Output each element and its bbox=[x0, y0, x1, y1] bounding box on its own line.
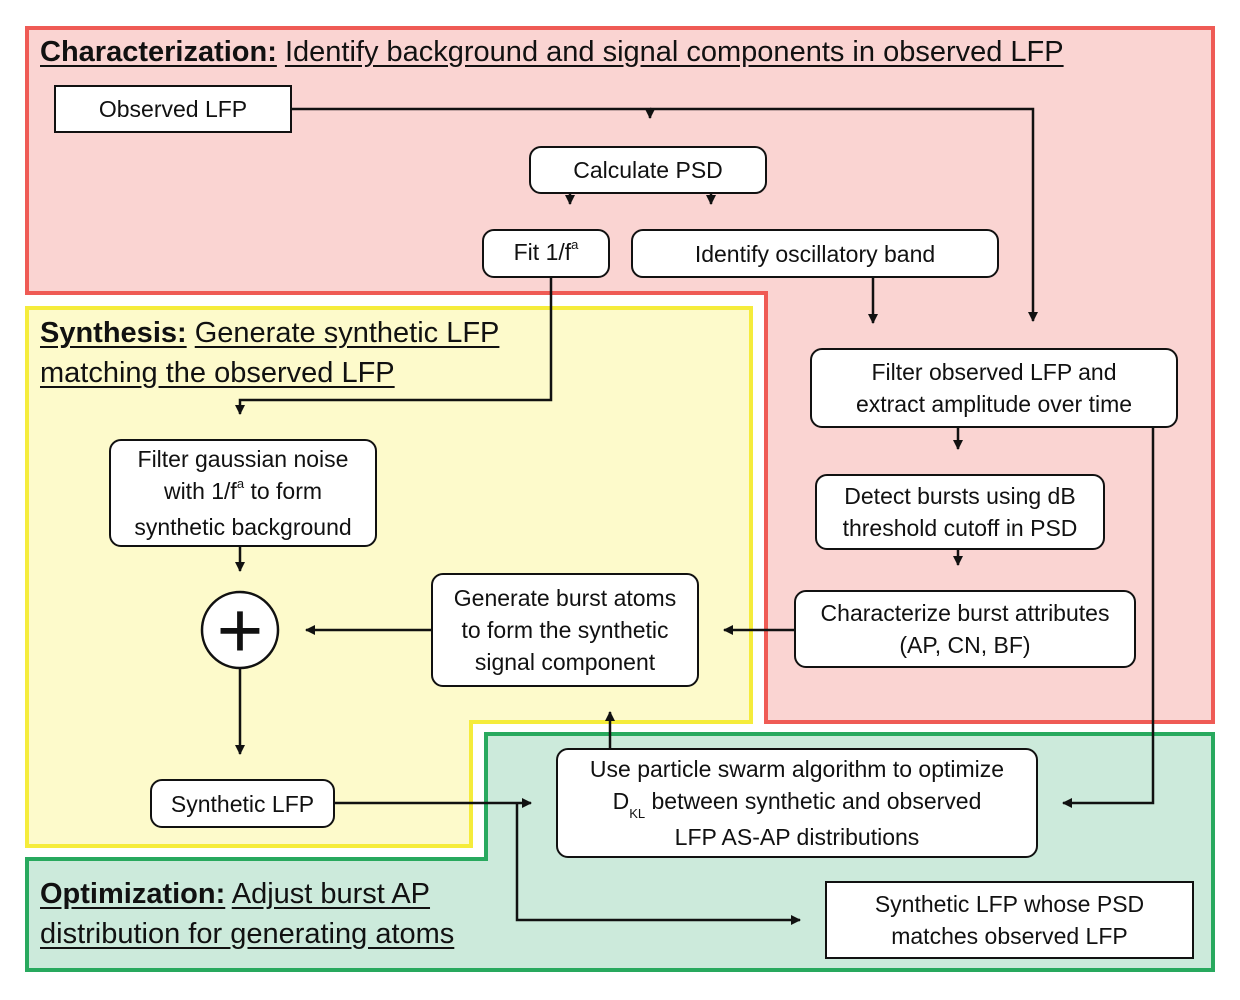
filter-observed-text: Filter observed LFP and extract amplitud… bbox=[855, 359, 1133, 417]
sum-symbol: + bbox=[217, 586, 264, 675]
observed-lfp-text: Observed LFP bbox=[98, 96, 248, 122]
synthetic-lfp-node: Synthetic LFP bbox=[150, 779, 335, 828]
arrow-fit-to-noise bbox=[235, 278, 553, 415]
calculate-psd-node: Calculate PSD bbox=[529, 146, 767, 194]
optimization-heading: Optimization: Adjust burst AP distributi… bbox=[40, 874, 454, 954]
generate-atoms-node: Generate burst atoms to form the synthet… bbox=[431, 573, 699, 687]
filter-noise-line1: Filter gaussian noise bbox=[137, 446, 349, 472]
synthetic-lfp-text: Synthetic LFP bbox=[170, 790, 315, 817]
arrow-observed-to-filter bbox=[650, 107, 1038, 322]
optimization-label: Optimization: bbox=[40, 878, 226, 910]
fit-power-law-text: Fit 1/fa bbox=[514, 236, 579, 272]
fit-power-law-exponent: a bbox=[571, 236, 579, 252]
identify-band-text: Identify oscillatory band bbox=[694, 240, 936, 267]
filter-noise-exponent: a bbox=[236, 476, 245, 491]
observed-lfp-node: Observed LFP bbox=[54, 85, 292, 133]
generate-atoms-text: Generate burst atoms to form the synthet… bbox=[453, 585, 677, 675]
characterize-bursts-text: Characterize burst attributes (AP, CN, B… bbox=[820, 600, 1110, 658]
pso-node: Use particle swarm algorithm to optimize… bbox=[556, 748, 1038, 858]
synthesis-description-line2: matching the observed LFP bbox=[40, 357, 395, 389]
pso-d: D bbox=[612, 788, 630, 814]
synthesis-description-line1: Generate synthetic LFP bbox=[194, 317, 500, 349]
characterization-description: Identify background and signal component… bbox=[284, 36, 1064, 68]
filter-noise-line3: synthetic background bbox=[134, 514, 352, 540]
filter-observed-node: Filter observed LFP and extract amplitud… bbox=[810, 348, 1178, 428]
filter-noise-pre: with 1/f bbox=[163, 478, 237, 504]
fit-power-law-node: Fit 1/fa bbox=[482, 229, 610, 278]
filter-noise-node: Filter gaussian noise with 1/fa to form … bbox=[109, 439, 377, 547]
pso-line2: DKL between synthetic and observed bbox=[590, 785, 1004, 821]
filter-noise-text: Filter gaussian noise with 1/fa to form … bbox=[134, 443, 351, 543]
synthesis-label: Synthesis: bbox=[40, 317, 187, 349]
identify-band-node: Identify oscillatory band bbox=[631, 229, 999, 278]
detect-bursts-node: Detect bursts using dB threshold cutoff … bbox=[815, 474, 1105, 550]
kl-divergence-symbol: DKL bbox=[613, 785, 646, 821]
fit-power-law-prefix: Fit 1/f bbox=[513, 238, 572, 265]
pso-subscript: KL bbox=[629, 806, 646, 821]
pso-line3: LFP AS-AP distributions bbox=[674, 824, 920, 850]
filter-noise-line2: with 1/fa to form bbox=[134, 475, 351, 511]
arrow-to-final-output bbox=[515, 803, 801, 925]
sum-junction: + bbox=[200, 586, 280, 675]
optimization-description-line2: distribution for generating atoms bbox=[40, 918, 455, 950]
pso-line1: Use particle swarm algorithm to optimize bbox=[589, 756, 1005, 782]
detect-bursts-text: Detect bursts using dB threshold cutoff … bbox=[842, 483, 1078, 541]
synthesis-heading: Synthesis: Generate synthetic LFP matchi… bbox=[40, 313, 499, 393]
characterize-bursts-node: Characterize burst attributes (AP, CN, B… bbox=[794, 590, 1136, 668]
arrow-observed-to-psd bbox=[292, 107, 655, 119]
final-output-node: Synthetic LFP whose PSD matches observed… bbox=[825, 881, 1194, 959]
pso-text: Use particle swarm algorithm to optimize… bbox=[590, 753, 1004, 853]
filter-noise-post: to form bbox=[244, 478, 323, 504]
characterization-label: Characterization: bbox=[40, 36, 277, 68]
arrow-filter-to-pso bbox=[1062, 428, 1155, 808]
final-output-text: Synthetic LFP whose PSD matches observed… bbox=[874, 891, 1145, 949]
calculate-psd-text: Calculate PSD bbox=[573, 157, 723, 183]
pso-line2-rest: between synthetic and observed bbox=[645, 788, 982, 814]
characterization-heading: Characterization: Identify background an… bbox=[40, 32, 1064, 72]
optimization-description-line1: Adjust burst AP bbox=[231, 878, 431, 910]
